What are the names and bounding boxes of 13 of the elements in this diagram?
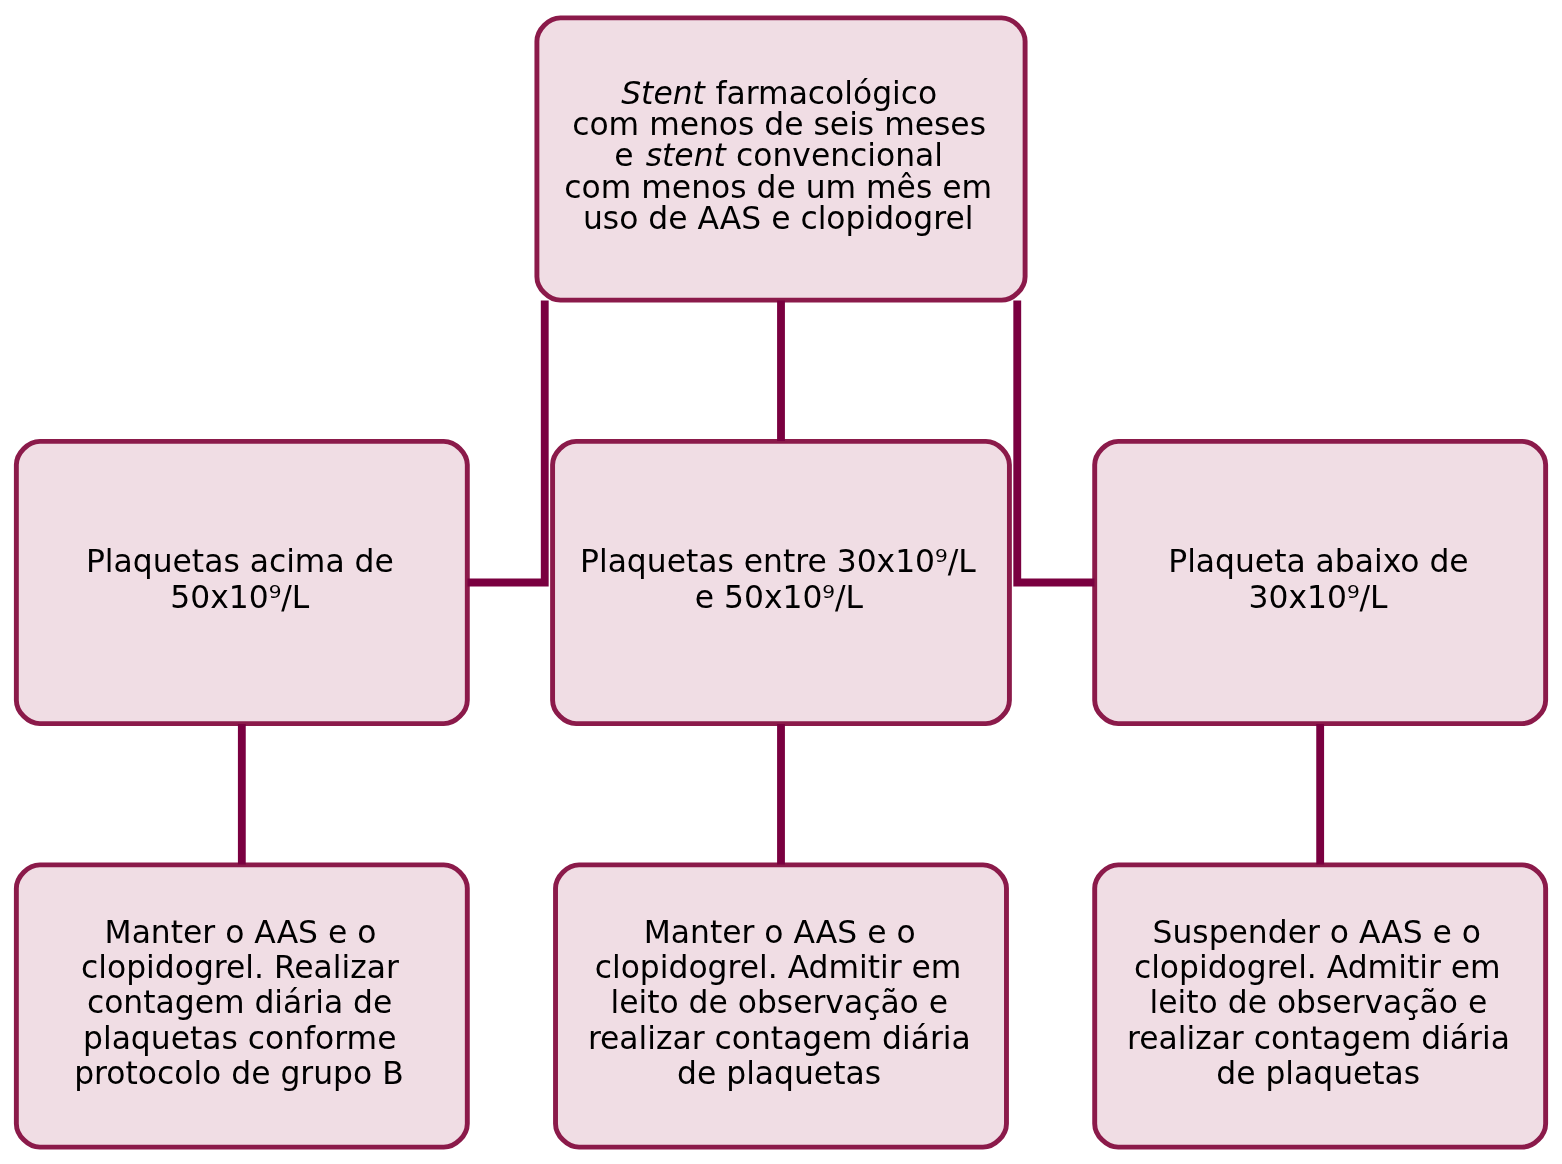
connector bbox=[1013, 300, 1095, 586]
connector bbox=[467, 300, 549, 586]
node-box: Plaquetas acima de 50x10⁹/L bbox=[13, 438, 470, 726]
node-box: Stent farmacológico com menos de seis meses e stent convencional com menos de um mês em uso de AAS e clopidogrel bbox=[534, 14, 1028, 303]
node-box: Plaqueta abaixo de 30x10⁹/L bbox=[1092, 438, 1549, 726]
node-box: Plaquetas entre 30x10⁹/L e 50x10⁹/L bbox=[550, 438, 1012, 726]
node-box: Manter o AAS e o clopidogrel. Admitir em leito de observação e realizar contagem diária de plaquetas bbox=[553, 861, 1009, 1150]
node-box: Suspender o AAS e o clopidogrel. Admitir em leito de observação e realizar contagem diária de plaquetas bbox=[1092, 861, 1549, 1150]
connector bbox=[777, 723, 785, 864]
connector bbox=[1316, 723, 1325, 864]
connector bbox=[237, 723, 246, 864]
node-box: Manter o AAS e o clopidogrel. Realizar contagem diária de plaquetas conforme protocolo de grupo B bbox=[13, 861, 470, 1150]
connector bbox=[777, 300, 785, 441]
